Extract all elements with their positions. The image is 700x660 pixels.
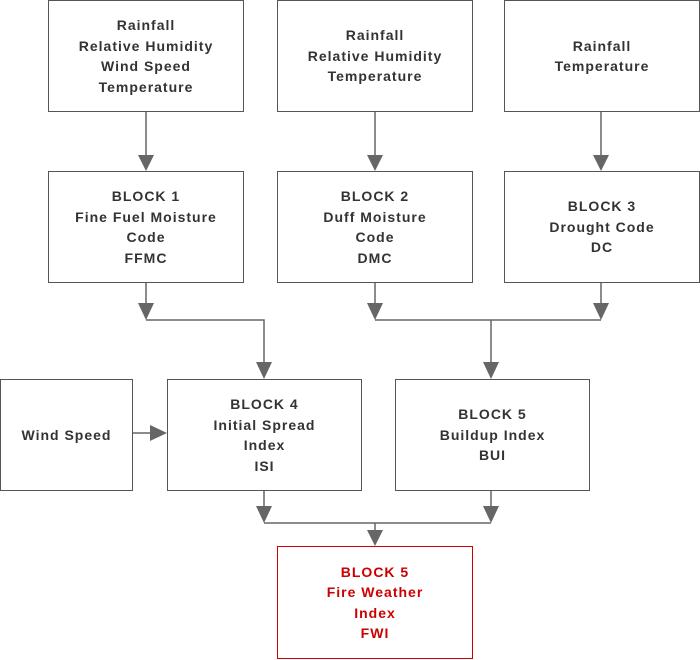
input-label: Wind Speed xyxy=(101,58,191,74)
arrowhead-icon xyxy=(367,303,383,320)
arrowhead-icon xyxy=(256,506,272,523)
block-title: BLOCK 1 xyxy=(111,188,181,204)
arrowhead-icon xyxy=(150,425,167,441)
arrowhead-icon xyxy=(483,362,499,379)
block-abbr: DC xyxy=(590,239,614,256)
block-title: BLOCK 3 xyxy=(567,198,637,215)
block-3-dc: BLOCK 3 Drought Code DC xyxy=(504,171,700,283)
block-title: BLOCK 5 xyxy=(458,406,527,423)
block-label: Code xyxy=(126,229,166,245)
block-abbr: ISI xyxy=(254,457,275,474)
arrowhead-icon xyxy=(138,303,154,320)
block-label: Initial Spread xyxy=(213,416,316,433)
input-label: Temperature xyxy=(98,78,194,95)
arrowhead-icon xyxy=(593,155,609,171)
arrowhead-icon xyxy=(256,362,272,379)
block-label: Fire Weather xyxy=(326,584,424,600)
input-box-ffmc: Rainfall Relative Humidity Wind Speed Te… xyxy=(48,0,244,112)
arrowhead-icon xyxy=(483,506,499,523)
block-label: Drought Code xyxy=(549,218,655,235)
input-label: Temperature xyxy=(554,58,650,74)
arrowhead-icon xyxy=(367,155,383,171)
input-box-dmc: Rainfall Relative Humidity Temperature xyxy=(277,0,473,112)
block-label: Duff Moisture xyxy=(323,208,427,225)
block-4-isi: BLOCK 4 Initial Spread Index ISI xyxy=(167,379,362,491)
block-label: Code xyxy=(355,229,395,245)
block-label: Buildup Index xyxy=(439,426,546,443)
block-label: Index xyxy=(243,437,286,453)
input-label: Rainfall xyxy=(345,27,405,44)
block-abbr: DMC xyxy=(357,249,393,266)
input-label: Relative Humidity xyxy=(307,47,443,64)
block-title: BLOCK 2 xyxy=(340,188,410,204)
block-1-ffmc: BLOCK 1 Fine Fuel Moisture Code FFMC xyxy=(48,171,244,283)
block-abbr: BUI xyxy=(478,447,507,464)
block-title: BLOCK 4 xyxy=(230,396,299,412)
block-abbr: FWI xyxy=(360,625,390,641)
input-box-dc: Rainfall Temperature xyxy=(504,0,700,112)
input-box-wind-speed: Wind Speed xyxy=(0,379,133,491)
block-5-bui: BLOCK 5 Buildup Index BUI xyxy=(395,379,590,491)
block-abbr: FFMC xyxy=(124,249,168,266)
arrowhead-icon xyxy=(138,155,154,171)
input-label: Rainfall xyxy=(572,37,632,54)
input-label: Wind Speed xyxy=(21,426,112,443)
block-title: BLOCK 5 xyxy=(340,563,410,580)
arrowhead-icon xyxy=(593,303,609,320)
block-fwi: BLOCK 5 Fire Weather Index FWI xyxy=(277,546,473,659)
block-2-dmc: BLOCK 2 Duff Moisture Code DMC xyxy=(277,171,473,283)
arrowhead-icon xyxy=(367,530,383,546)
block-label: Index xyxy=(354,604,396,621)
input-label: Relative Humidity xyxy=(78,37,214,54)
input-label: Temperature xyxy=(327,68,423,85)
block-label: Fine Fuel Moisture xyxy=(75,208,217,225)
input-label: Rainfall xyxy=(116,17,176,33)
